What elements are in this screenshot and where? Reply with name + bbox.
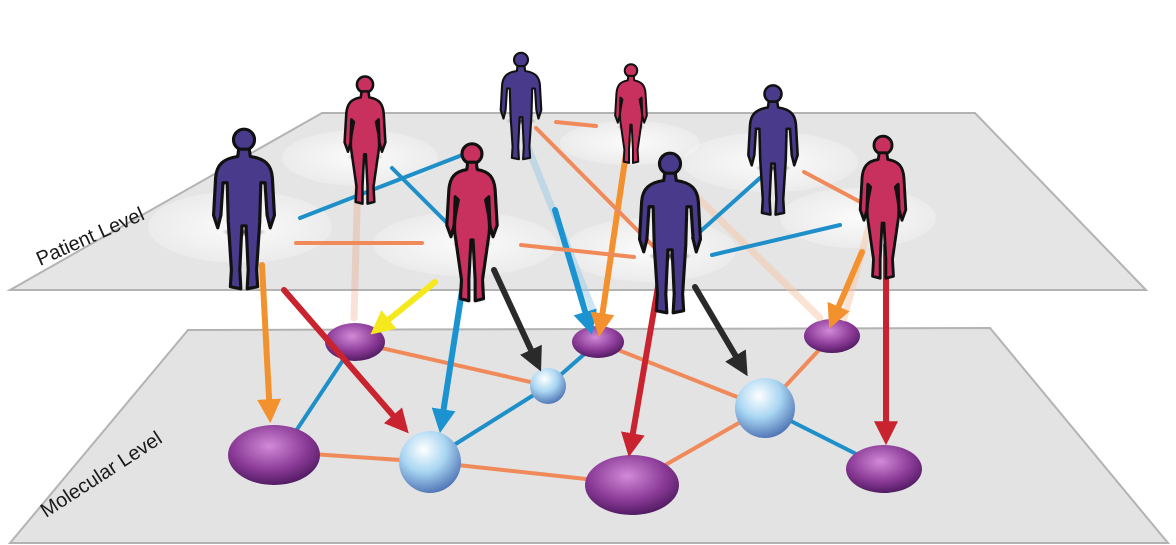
molecular-level-plane bbox=[7, 326, 1171, 544]
patient-network-links bbox=[294, 120, 868, 259]
arrow-yellow bbox=[370, 279, 438, 335]
patient-link bbox=[519, 243, 636, 259]
arrow-black bbox=[692, 284, 748, 377]
molecule-node-purple bbox=[846, 445, 922, 493]
patient-link bbox=[298, 150, 472, 220]
arrow-orange bbox=[827, 249, 865, 329]
arrow-orange bbox=[257, 262, 282, 424]
molecule-node-blue bbox=[399, 431, 461, 493]
patient-link bbox=[691, 176, 762, 240]
arrow-orange bbox=[590, 137, 631, 338]
molecule-node-blue bbox=[735, 378, 795, 438]
patient-link bbox=[534, 126, 657, 250]
patient-link bbox=[710, 223, 842, 257]
arrow-blue bbox=[552, 207, 597, 335]
molecule-node-purple bbox=[585, 455, 679, 515]
molecule-node-blue bbox=[530, 368, 566, 404]
patient-link bbox=[802, 170, 868, 207]
arrow-red bbox=[621, 272, 663, 458]
arrow-black bbox=[491, 267, 542, 372]
patient-link bbox=[554, 120, 598, 128]
projection bbox=[686, 186, 824, 322]
glow-spot bbox=[564, 218, 736, 282]
glow-spot bbox=[780, 188, 936, 248]
molecule-node-purple bbox=[228, 425, 320, 485]
arrow-red bbox=[281, 287, 409, 434]
